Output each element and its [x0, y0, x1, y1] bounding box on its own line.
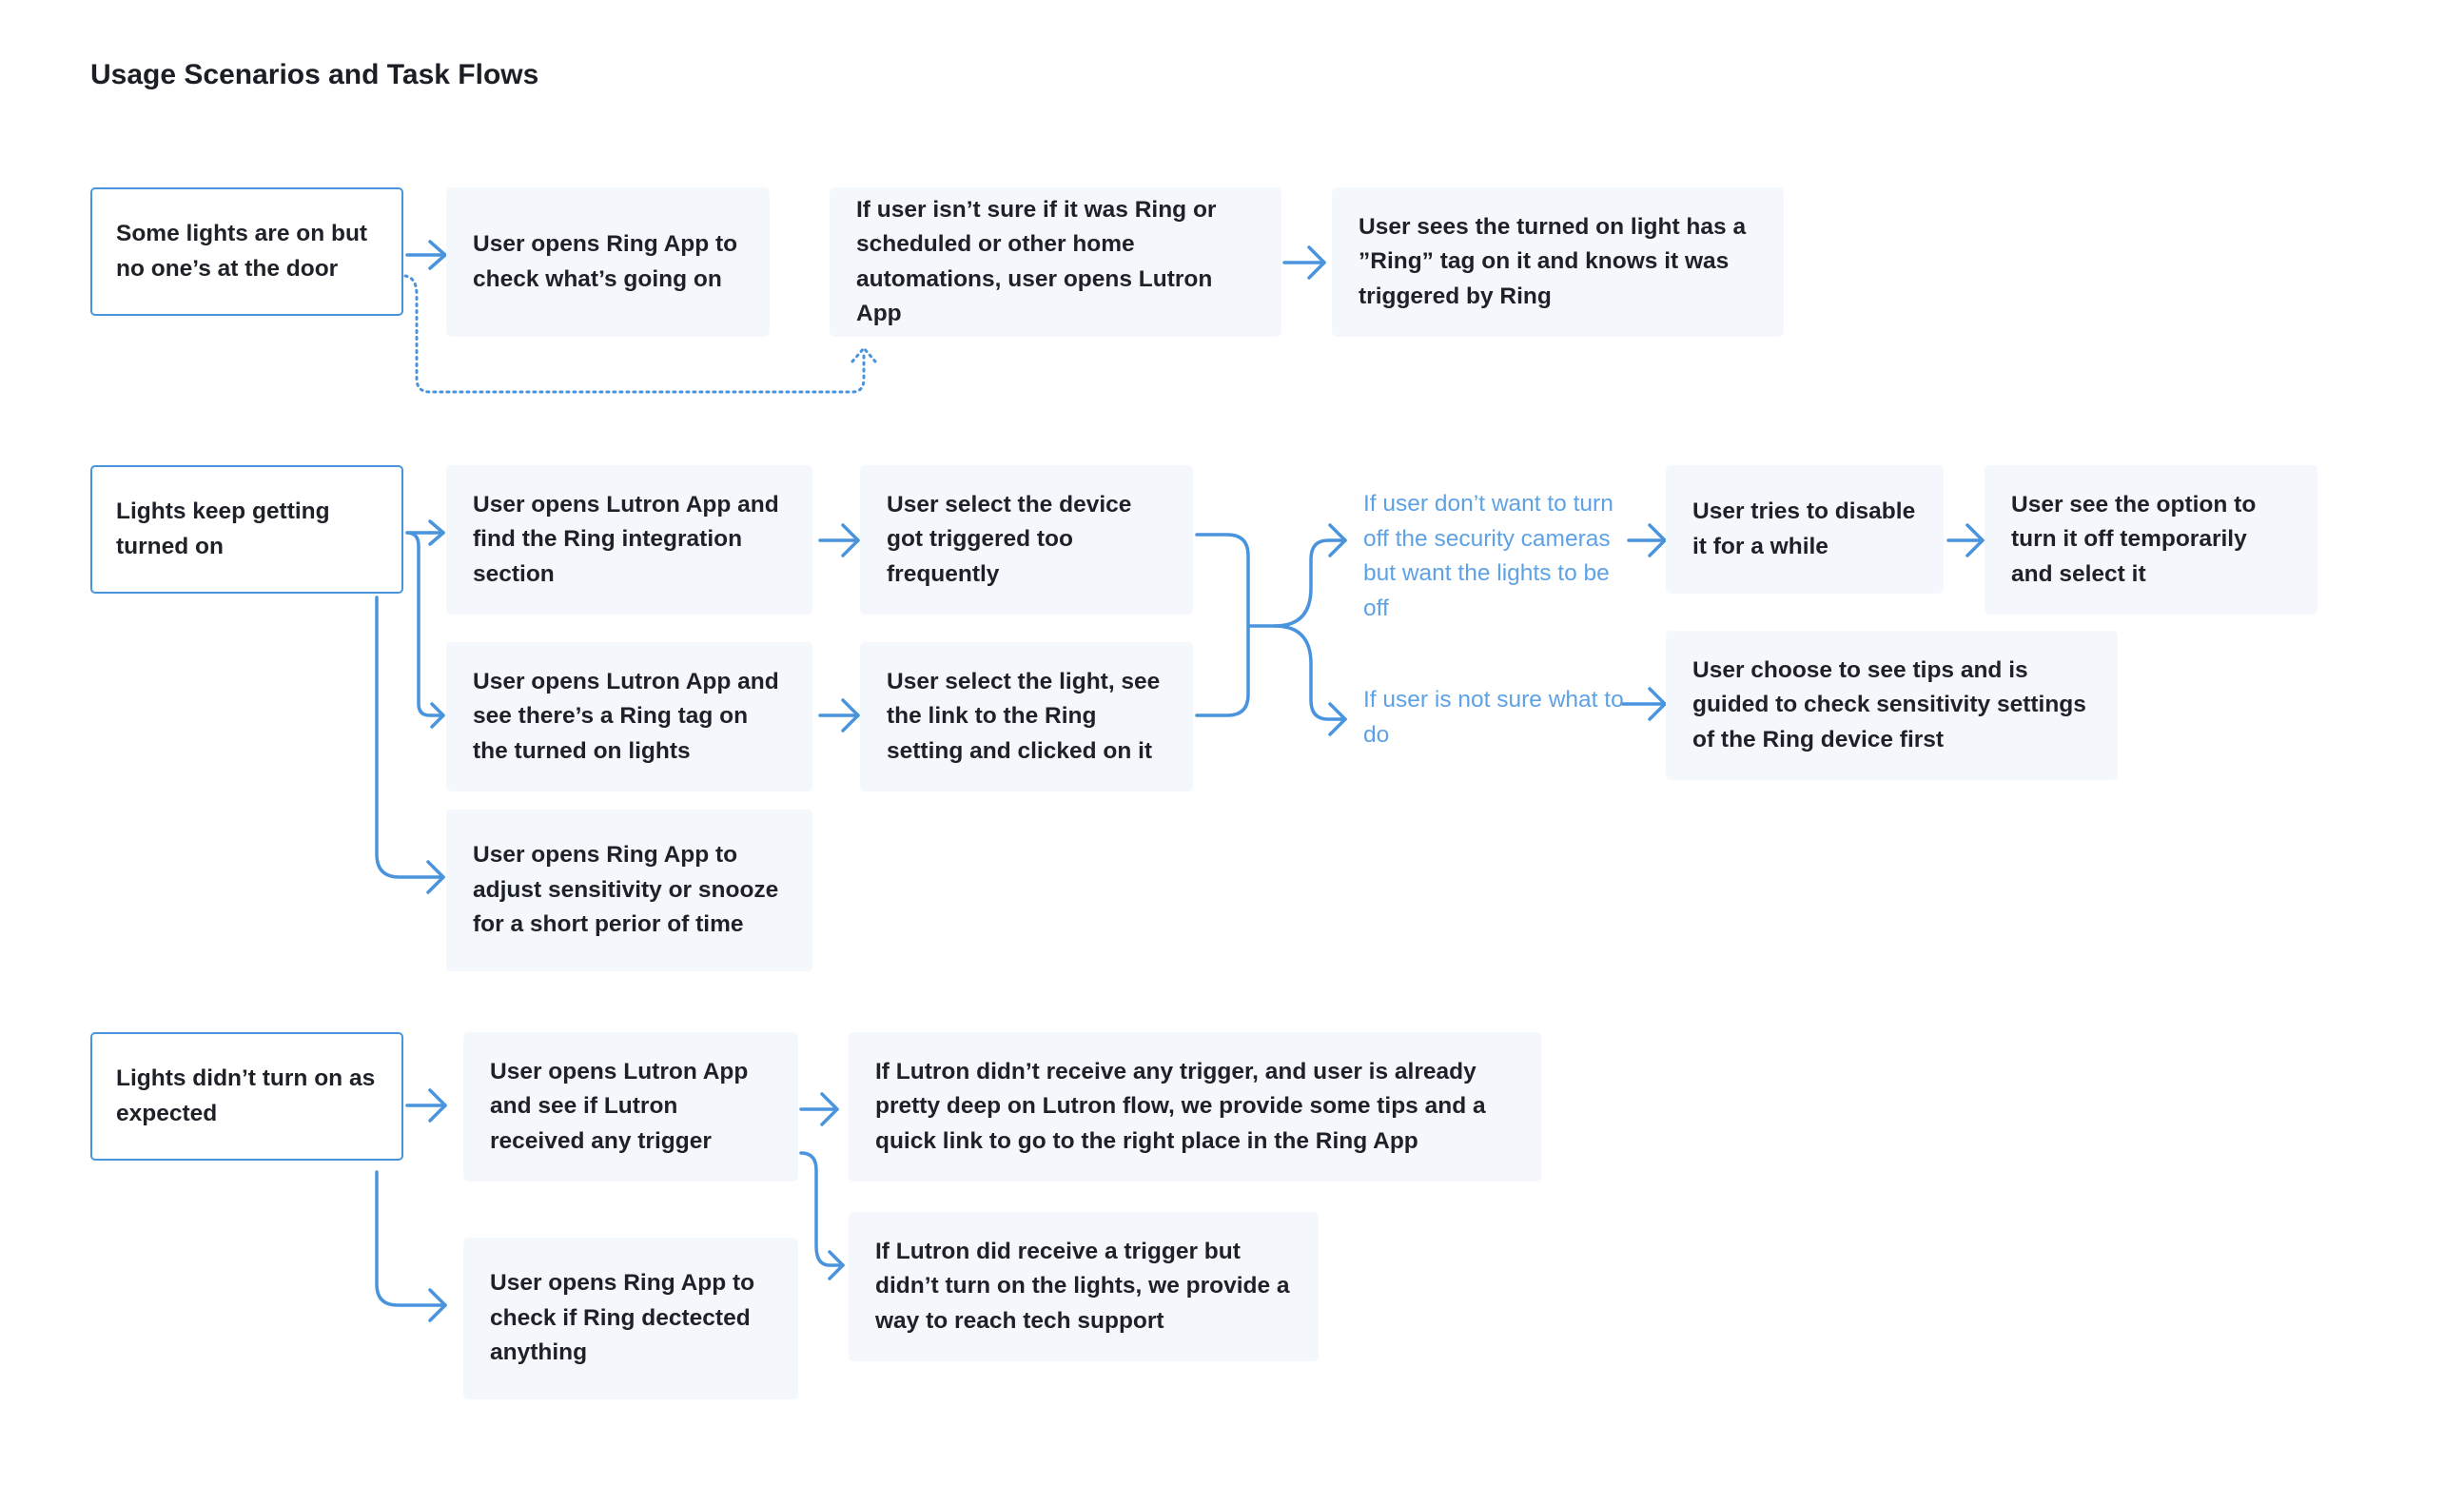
step-see-ring-tag-lights: User opens Lutron App and see there’s a …	[446, 642, 812, 791]
arrow-r3-scenario-to-ring	[375, 1170, 447, 1322]
arrow-r3-lutron-to-trigger	[799, 1151, 845, 1280]
step-select-device: User select the device got triggered too…	[860, 465, 1193, 615]
scenario-lights-on-no-one: Some lights are on but no one’s at the d…	[90, 187, 403, 316]
step-text: If user isn’t sure if it was Ring or sch…	[856, 196, 1217, 327]
step-text: User opens Ring App to check what’s goin…	[473, 231, 738, 292]
step-text: User sees the turned on light has a ”Rin…	[1359, 213, 1747, 309]
scenario-text: Lights didn’t turn on as expected	[116, 1065, 376, 1126]
step-sees-ring-tag: User sees the turned on light has a ”Rin…	[1332, 187, 1784, 337]
step-option-turn-off-temporarily: User see the option to turn it off tempo…	[1985, 465, 2317, 615]
step-trigger-tech-support: If Lutron did receive a trigger but didn…	[849, 1212, 1319, 1361]
step-adjust-sensitivity: User opens Ring App to adjust sensitivit…	[446, 810, 812, 971]
step-text: User opens Ring App to adjust sensitivit…	[473, 842, 779, 938]
scenario-lights-didnt-turn-on: Lights didn’t turn on as expected	[90, 1032, 403, 1161]
step-text: User opens Lutron App and find the Ring …	[473, 491, 779, 587]
arrow-r2-cond1-to-disable	[1627, 523, 1667, 557]
step-text: User select the device got triggered too…	[887, 491, 1132, 587]
step-text: If Lutron did receive a trigger but didn…	[875, 1238, 1290, 1334]
arrow-r2-tag-to-light	[818, 698, 860, 733]
scenario-lights-keep-turning-on: Lights keep getting turned on	[90, 465, 403, 594]
step-text: User see the option to turn it off tempo…	[2011, 491, 2257, 587]
step-open-ring-app-check: User opens Ring App to check what’s goin…	[446, 187, 770, 337]
step-text: User choose to see tips and is guided to…	[1692, 656, 2086, 752]
page-title: Usage Scenarios and Task Flows	[90, 59, 539, 90]
step-find-ring-integration: User opens Lutron App and find the Ring …	[446, 465, 812, 615]
arrow-r2-integration-to-device	[818, 523, 860, 557]
arrow-r3-scenario-to-lutron	[405, 1088, 447, 1123]
step-text: User opens Lutron App and see there’s a …	[473, 668, 779, 764]
step-open-lutron-unsure: If user isn’t sure if it was Ring or sch…	[830, 187, 1281, 337]
step-select-light-link: User select the light, see the link to t…	[860, 642, 1193, 791]
arrow-r2-scenario-to-ring-tag	[405, 531, 445, 729]
step-text: User select the light, see the link to t…	[887, 668, 1161, 764]
scenario-text: Lights keep getting turned on	[116, 498, 330, 559]
step-tips-sensitivity: User choose to see tips and is guided to…	[1666, 631, 2118, 780]
scenario-text: Some lights are on but no one’s at the d…	[116, 221, 368, 282]
step-no-trigger-tips: If Lutron didn’t receive any trigger, an…	[849, 1032, 1541, 1182]
step-text: User opens Ring App to check if Ring dec…	[490, 1270, 755, 1366]
dotted-arrow-r1-scenario-to-lutron	[403, 274, 877, 394]
branch-split-r2	[1273, 523, 1347, 736]
step-text: If Lutron didn’t receive any trigger, an…	[875, 1058, 1486, 1154]
arrow-r2-cond2-to-tips	[1621, 687, 1667, 721]
arrow-r1-scenario-to-ring	[405, 240, 447, 270]
step-text: User tries to disable it for a while	[1692, 498, 1916, 559]
arrow-r2-disable-to-option	[1946, 523, 1985, 557]
arrow-r2-scenario-to-ring-app	[375, 596, 445, 894]
step-text: User opens Lutron App and see if Lutron …	[490, 1058, 749, 1154]
condition-not-sure: If user is not sure what to do	[1363, 687, 1624, 748]
step-tries-disable: User tries to disable it for a while	[1666, 465, 1944, 594]
condition-keep-cameras: If user don’t want to turn off the secur…	[1363, 491, 1613, 621]
branch-merge-r2	[1195, 533, 1277, 717]
step-lutron-check-trigger: User opens Lutron App and see if Lutron …	[463, 1032, 798, 1182]
step-ring-check-detected: User opens Ring App to check if Ring dec…	[463, 1238, 798, 1399]
arrow-r1-lutron-to-tag	[1282, 245, 1326, 280]
arrow-r3-lutron-to-no-trigger	[799, 1092, 839, 1126]
